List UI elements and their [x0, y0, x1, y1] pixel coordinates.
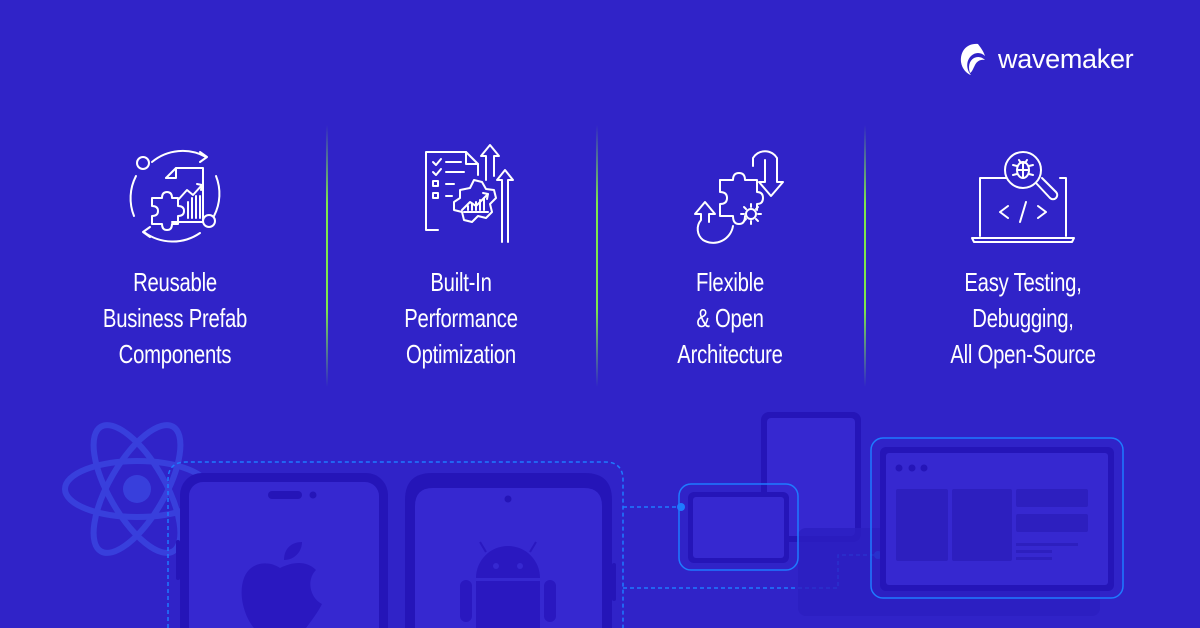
- feature-label: Easy Testing, Debugging, All Open-Source: [950, 267, 1096, 369]
- desktop-browser-window: [870, 437, 1124, 599]
- checklist-gear-growth-icon: [425, 144, 514, 243]
- wave-icon: [960, 43, 985, 75]
- android-phone-icon: [405, 473, 616, 628]
- feature-reusable-components: Reusable Business Prefab Components: [55, 140, 295, 372]
- feature-performance-optimization: Built-In Performance Optimization: [341, 140, 581, 372]
- column-divider: [864, 125, 866, 387]
- puzzle-gear-arrows-icon: [694, 150, 784, 244]
- wavemaker-logo[interactable]: wavemaker: [958, 42, 1134, 76]
- column-divider: [326, 125, 328, 387]
- tablet-portrait: [761, 412, 861, 542]
- tablet-landscape: [678, 483, 799, 571]
- feature-flexible-architecture: Flexible & Open Architecture: [610, 140, 850, 372]
- feature-label: Reusable Business Prefab Components: [102, 267, 248, 369]
- feature-testing-debugging: Easy Testing, Debugging, All Open-Source: [903, 140, 1143, 372]
- laptop-code-bug-magnifier-icon: [971, 151, 1075, 243]
- column-divider: [596, 125, 598, 387]
- brand-name: wavemaker: [998, 43, 1134, 74]
- feature-label: Flexible & Open Architecture: [677, 267, 783, 369]
- iphone-apple-icon: [176, 473, 388, 628]
- puzzle-document-cycle-icon: [129, 149, 221, 243]
- feature-label: Built-In Performance Optimization: [404, 267, 518, 369]
- react-logo-icon: [62, 422, 212, 556]
